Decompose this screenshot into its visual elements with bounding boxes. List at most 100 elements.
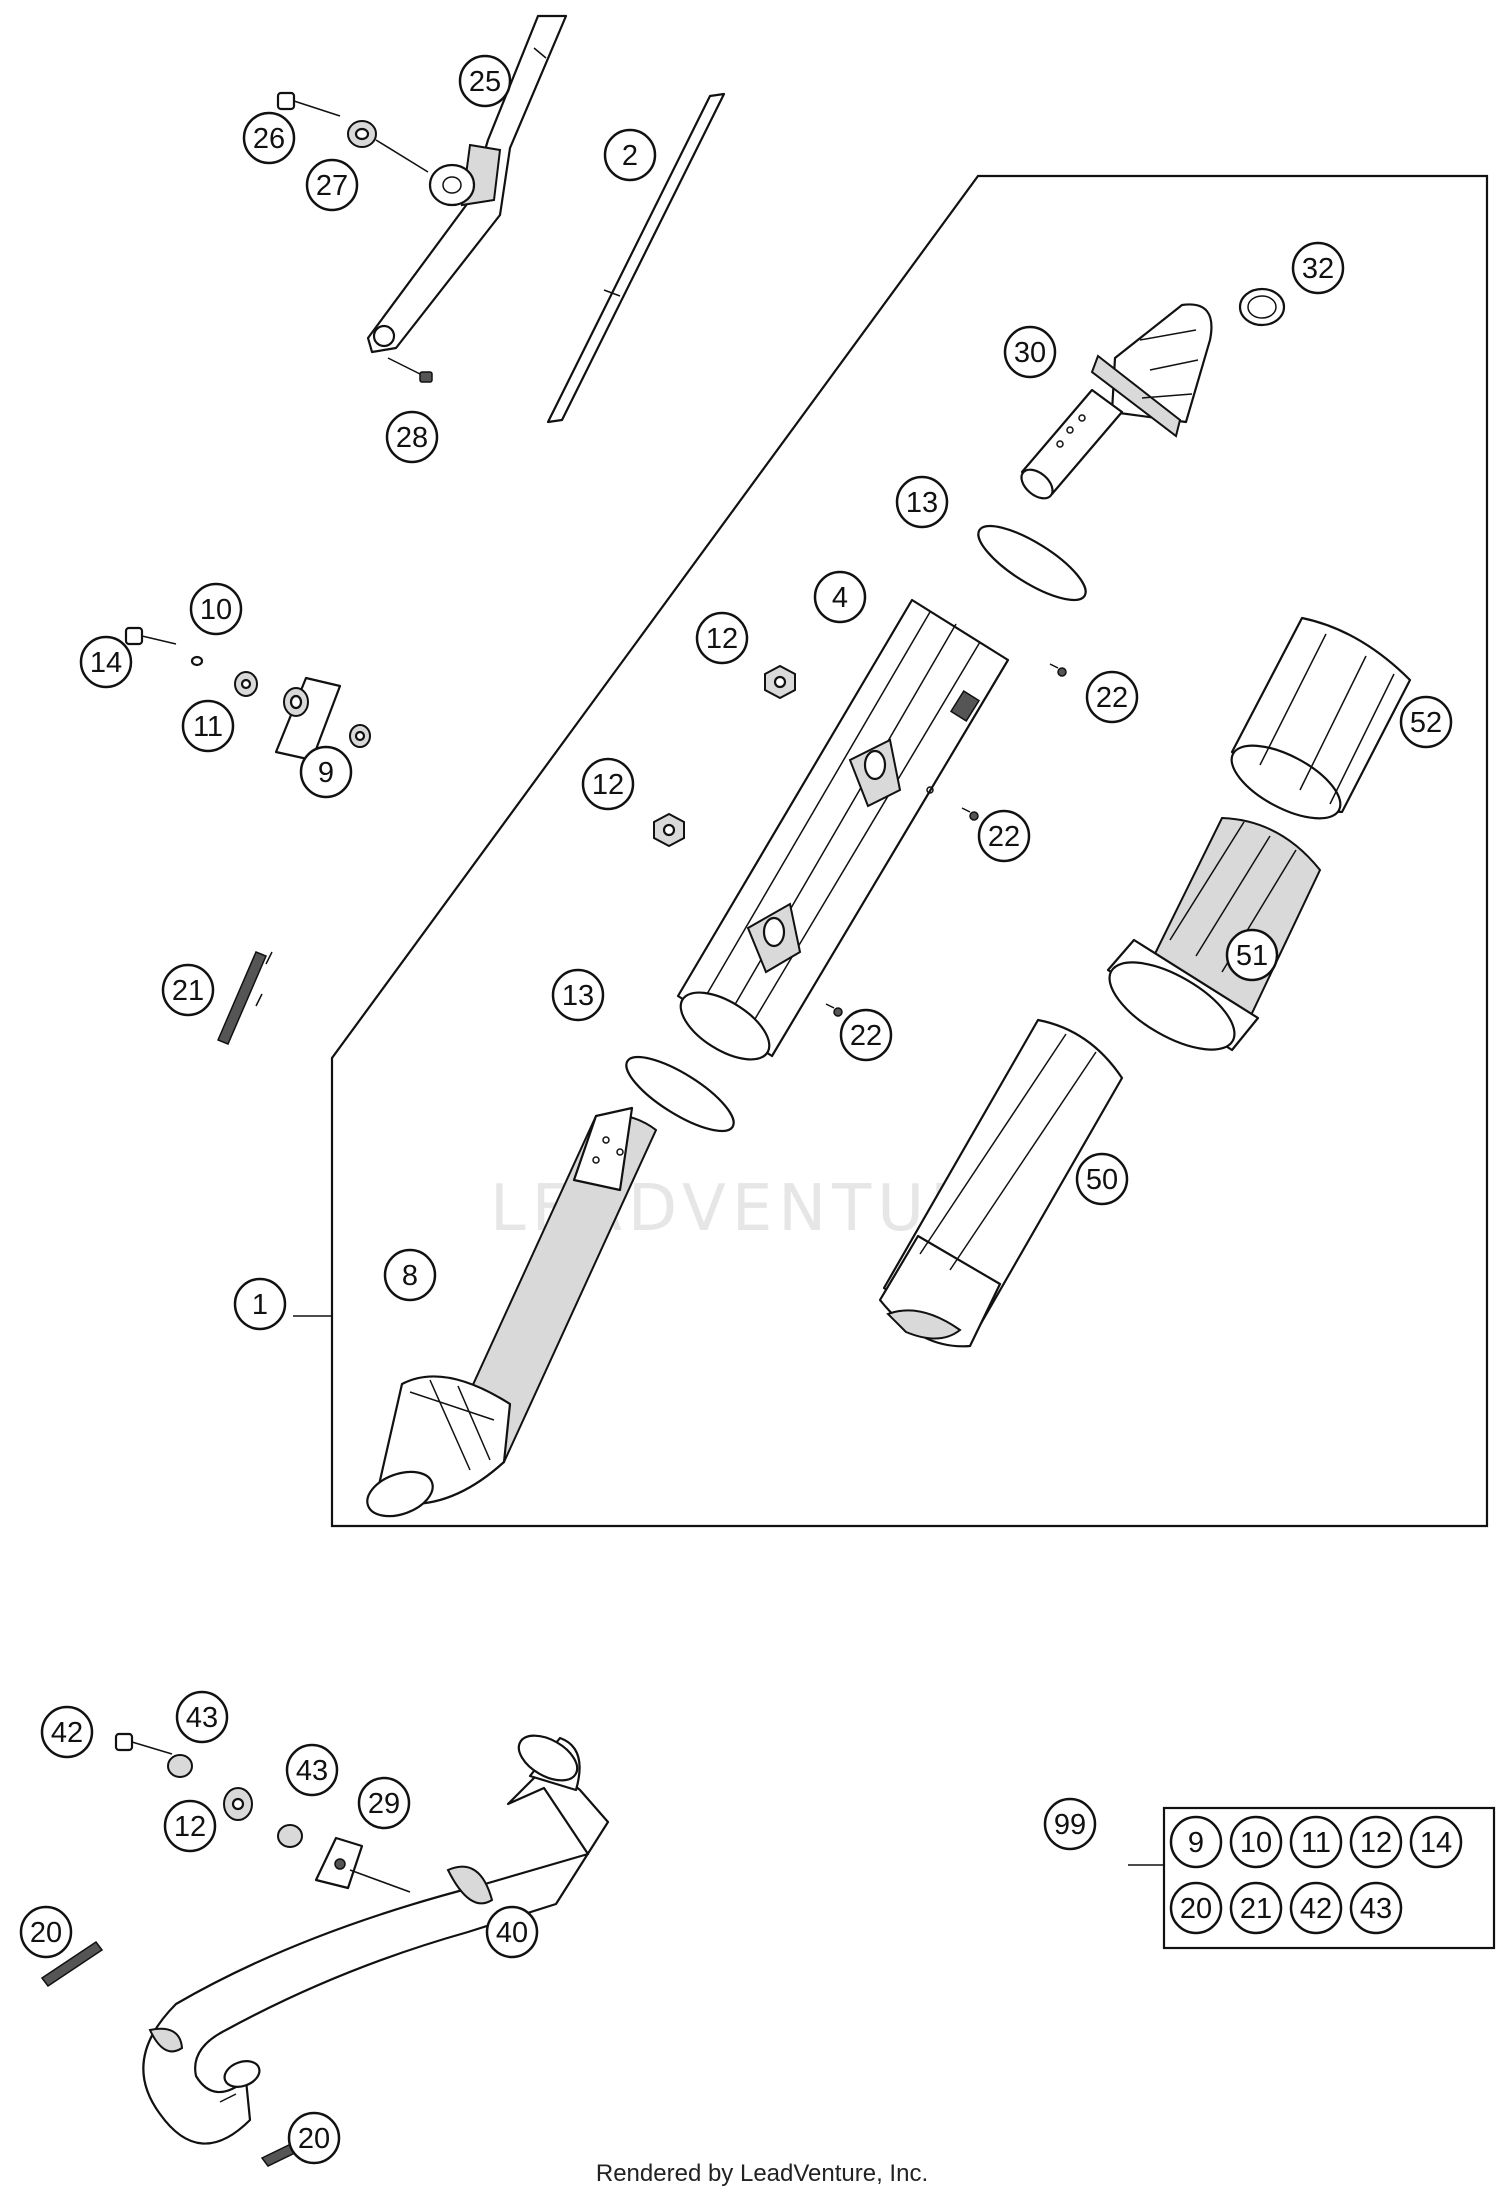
callout-40[interactable]: 40	[485, 1905, 539, 1959]
kit-item-bubble	[1349, 1815, 1403, 1869]
callout-32[interactable]: 32	[1291, 241, 1345, 295]
callout-52[interactable]: 52	[1399, 695, 1453, 749]
kit-item-label: 20	[1180, 1893, 1212, 1925]
callout-label: 13	[562, 980, 594, 1012]
callout-43a[interactable]: 43	[175, 1690, 229, 1744]
callout-label: 43	[186, 1702, 218, 1734]
callout-13a[interactable]: 13	[895, 475, 949, 529]
callout-bubble	[1043, 1797, 1097, 1851]
kit-item-21[interactable]: 21	[1229, 1881, 1283, 1935]
callout-12c[interactable]: 12	[163, 1799, 217, 1853]
kit-box-row-1: 9 10 11 12 14	[1169, 1815, 1463, 1869]
callout-8[interactable]: 8	[383, 1248, 437, 1302]
part-8-inlet-cone	[366, 1106, 658, 1518]
callout-bubble	[299, 745, 353, 799]
part-21-spring	[217, 951, 273, 1045]
callout-label: 11	[193, 711, 223, 743]
callout-label: 22	[1096, 682, 1128, 714]
callout-99[interactable]: 99	[1043, 1797, 1097, 1851]
callout-20a[interactable]: 20	[19, 1905, 73, 1959]
part-51-inner-tube	[1106, 816, 1322, 1052]
callout-bubble	[233, 1277, 287, 1331]
kit-item-20[interactable]: 20	[1169, 1881, 1223, 1935]
callout-label: 30	[1014, 337, 1046, 369]
callout-11[interactable]: 11	[181, 699, 235, 753]
callout-label: 42	[51, 1717, 83, 1749]
callout-label: 21	[172, 975, 204, 1007]
callout-bubble	[79, 635, 133, 689]
callout-12a[interactable]: 12	[695, 611, 749, 665]
callout-label: 99	[1054, 1809, 1086, 1841]
callout-30[interactable]: 30	[1003, 325, 1057, 379]
callout-22c[interactable]: 22	[839, 1008, 893, 1062]
part-20-spring-a	[40, 1940, 104, 1988]
kit-item-label: 9	[1188, 1827, 1204, 1859]
callout-label: 14	[90, 647, 122, 679]
kit-item-label: 10	[1240, 1827, 1272, 1859]
part-12-grommet-c	[223, 1787, 253, 1821]
part-2-heat-shield	[546, 92, 726, 424]
callout-label: 43	[296, 1755, 328, 1787]
callout-10[interactable]: 10	[189, 582, 243, 636]
part-30-end-cap	[1020, 303, 1213, 500]
callout-label: 51	[1236, 940, 1268, 972]
callout-22b[interactable]: 22	[977, 809, 1031, 863]
callout-bubble	[977, 809, 1031, 863]
kit-item-label: 12	[1360, 1827, 1392, 1859]
callout-21[interactable]: 21	[161, 963, 215, 1017]
callout-bubble	[385, 410, 439, 464]
callout-20b[interactable]: 20	[287, 2111, 341, 2165]
kit-item-9[interactable]: 9	[1169, 1815, 1223, 1869]
callout-bubble	[189, 582, 243, 636]
callout-51[interactable]: 51	[1225, 928, 1279, 982]
kit-item-14[interactable]: 14	[1409, 1815, 1463, 1869]
callout-27[interactable]: 27	[305, 158, 359, 212]
callout-label: 52	[1410, 707, 1442, 739]
part-27-washer	[347, 120, 377, 148]
callout-label: 29	[368, 1788, 400, 1820]
callout-28[interactable]: 28	[385, 410, 439, 464]
callout-9[interactable]: 9	[299, 745, 353, 799]
callout-1[interactable]: 1	[233, 1277, 287, 1331]
callout-label: 40	[496, 1917, 528, 1949]
callout-4[interactable]: 4	[813, 570, 867, 624]
kit-item-bubble	[1229, 1881, 1283, 1935]
callout-12b[interactable]: 12	[581, 757, 635, 811]
callout-bubble	[485, 1905, 539, 1959]
callout-42[interactable]: 42	[40, 1705, 94, 1759]
callout-label: 25	[469, 66, 501, 98]
callout-50[interactable]: 50	[1075, 1152, 1129, 1206]
callout-bubble	[163, 1799, 217, 1853]
callout-43b[interactable]: 43	[285, 1743, 339, 1797]
callout-22a[interactable]: 22	[1085, 670, 1139, 724]
callout-2[interactable]: 2	[603, 128, 657, 182]
callout-bubble	[895, 475, 949, 529]
part-13-gasket-lower	[625, 1055, 735, 1133]
part-9-grommet	[349, 724, 371, 748]
callout-25[interactable]: 25	[458, 54, 512, 108]
callout-26[interactable]: 26	[242, 111, 296, 165]
kit-item-12[interactable]: 12	[1349, 1815, 1403, 1869]
kit-item-43[interactable]: 43	[1349, 1881, 1403, 1935]
callout-label: 27	[316, 170, 348, 202]
callout-29[interactable]: 29	[357, 1776, 411, 1830]
callout-bubble	[1003, 325, 1057, 379]
callout-bubble	[383, 1248, 437, 1302]
callout-13b[interactable]: 13	[551, 968, 605, 1022]
kit-item-10[interactable]: 10	[1229, 1815, 1283, 1869]
kit-item-42[interactable]: 42	[1289, 1881, 1343, 1935]
callout-bubble	[458, 54, 512, 108]
silencer-assembly-frame	[330, 174, 1489, 1528]
callout-label: 2	[622, 140, 638, 172]
part-29-clamp-plate	[314, 1836, 364, 1890]
kit-item-bubble	[1289, 1881, 1343, 1935]
part-14-bolt	[124, 626, 177, 646]
callout-label: 13	[906, 487, 938, 519]
callout-label: 20	[298, 2123, 330, 2155]
part-52-sleeve	[1230, 616, 1412, 820]
part-22-screw-b	[961, 807, 979, 821]
callout-14[interactable]: 14	[79, 635, 133, 689]
kit-item-11[interactable]: 11	[1289, 1815, 1343, 1869]
callout-bubble	[603, 128, 657, 182]
footer-credit: Rendered by LeadVenture, Inc.	[596, 2160, 928, 2187]
